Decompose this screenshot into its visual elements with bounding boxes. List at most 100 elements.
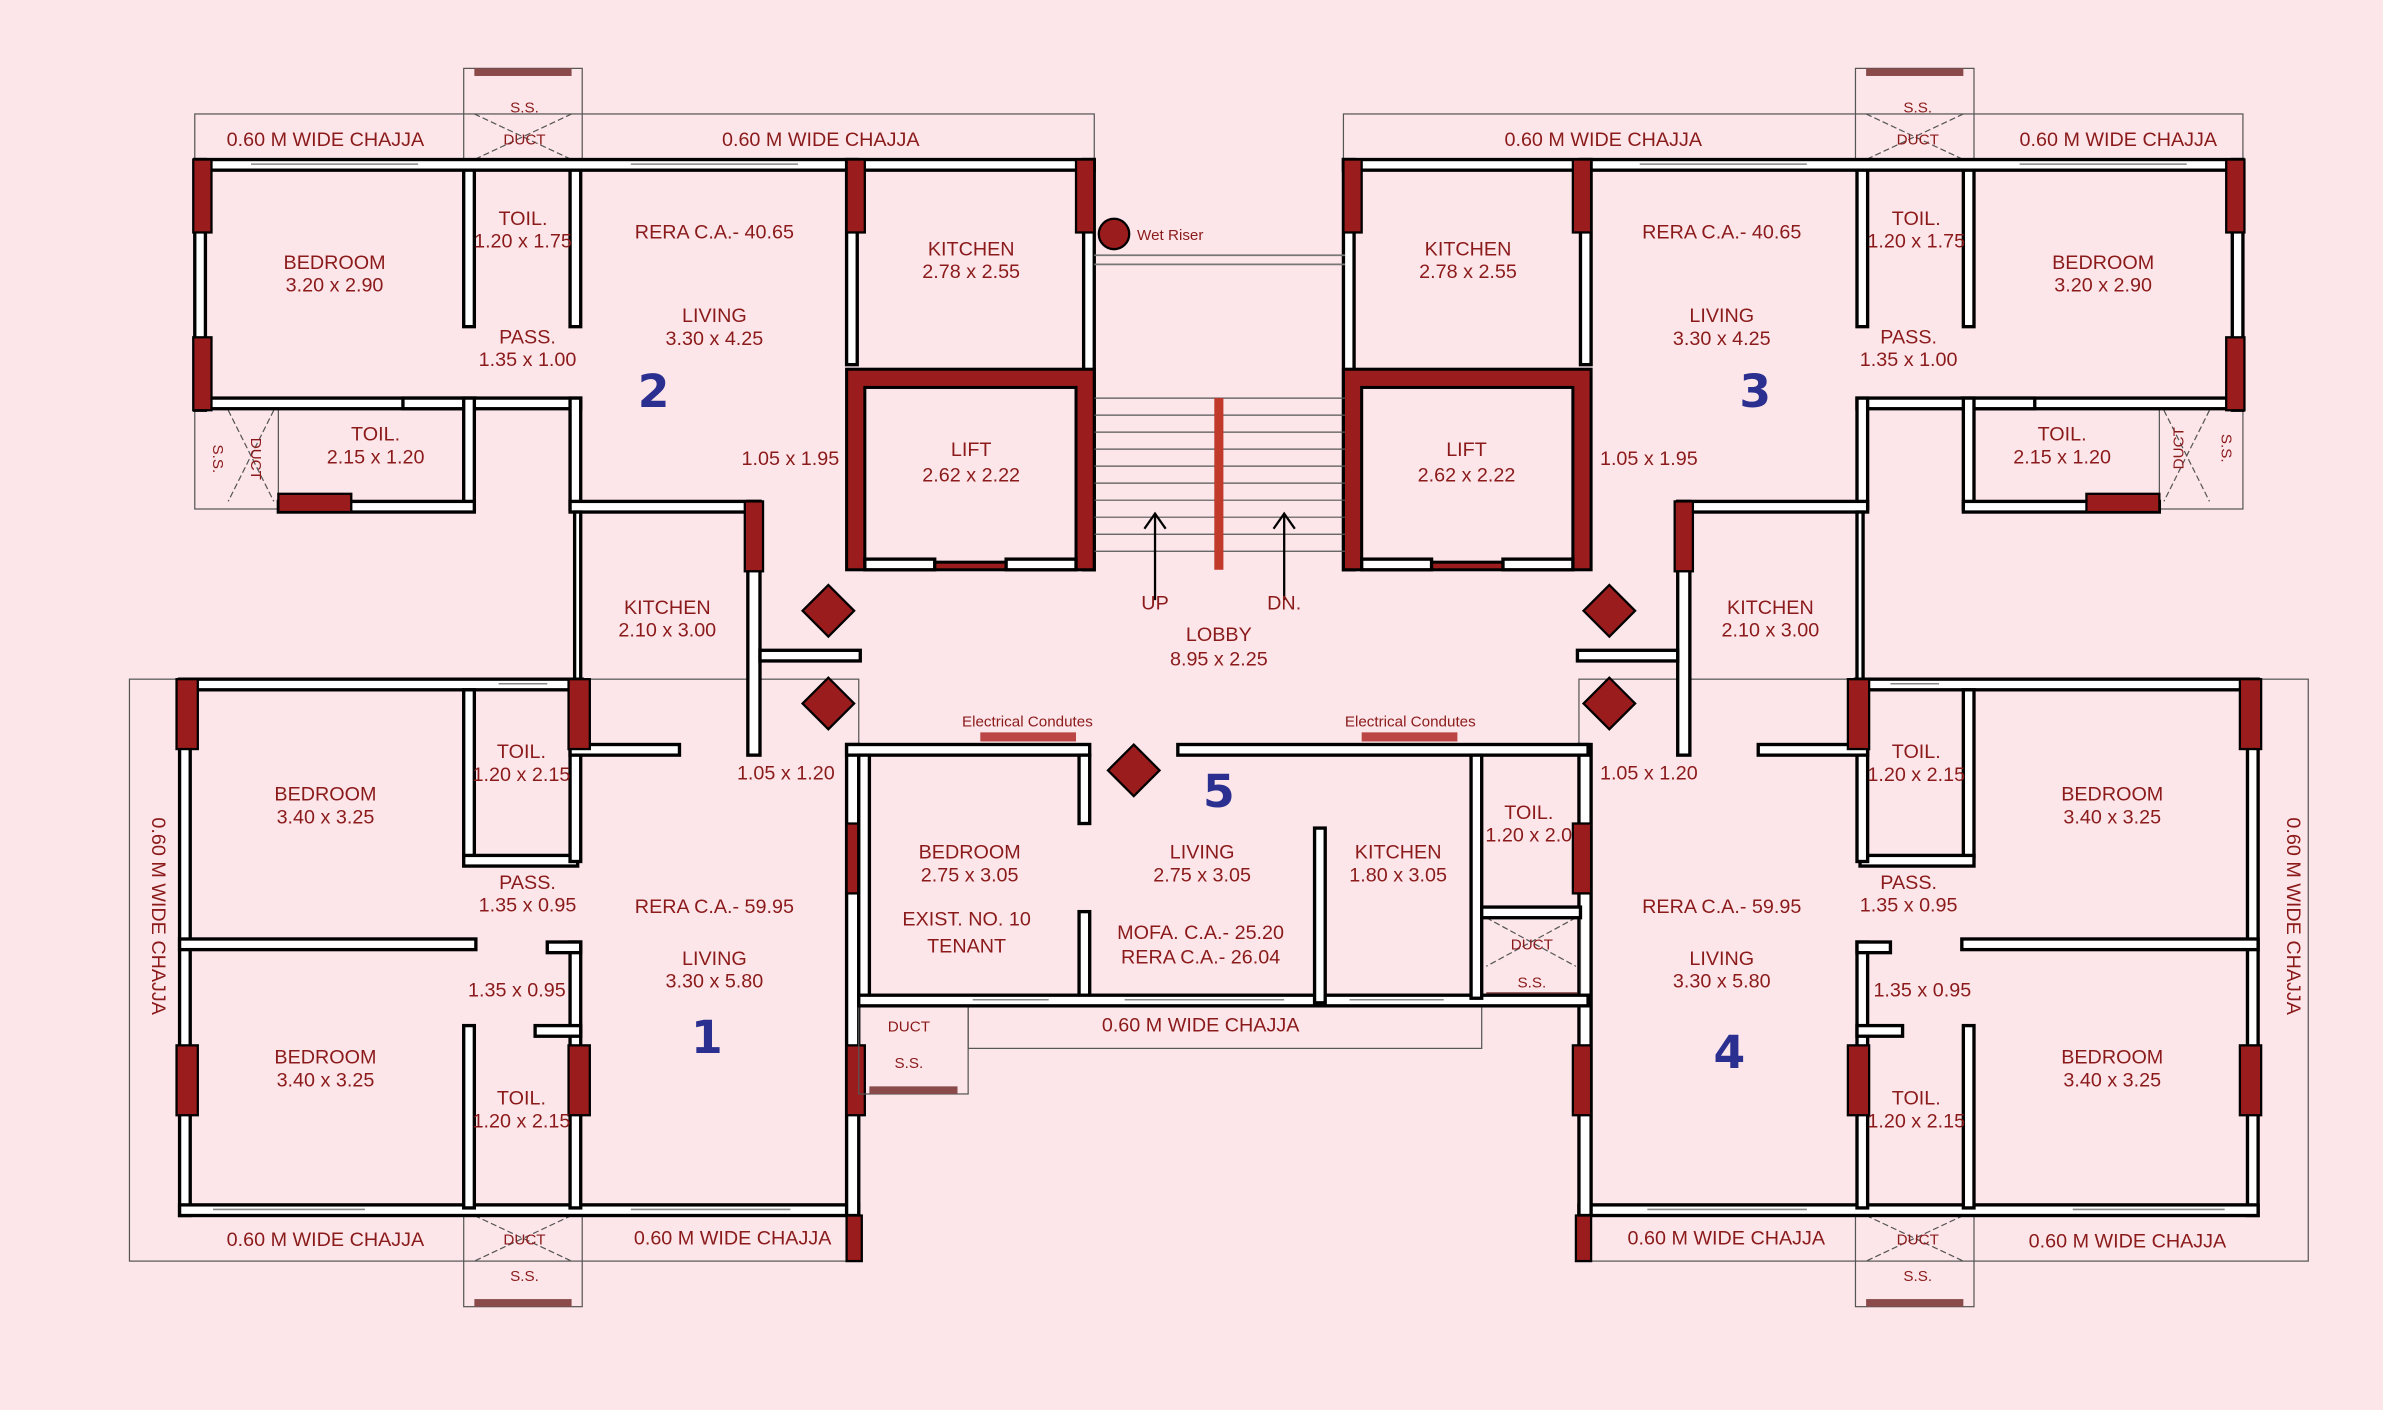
u2-door-label: 1.05 x 1.95 [742,448,840,470]
dn-label: DN. [1267,592,1301,614]
elec-r-label: Electrical Condutes [1345,713,1476,730]
room-labels: 0.60 M WIDE CHAJJA S.S. DUCT 0.60 M WIDE CH… [147,99,2304,1284]
u5-kit-label: KITCHEN [1355,841,1442,863]
u4-kit-dim-label: 2.10 x 3.00 [1722,620,1820,642]
u3-lift-dim-label: 2.62 x 2.22 [1418,465,1516,487]
u1-bed-dim-label: 3.40 x 3.25 [277,807,375,829]
u5-liv-dim-label: 2.75 x 3.05 [1153,864,1251,886]
u2-chajja-r-label: 0.60 M WIDE CHAJJA [722,129,920,151]
u4-liv-label: LIVING [1689,948,1754,970]
u4-bed-label: BEDROOM [2061,784,2163,806]
elec-l-label: Electrical Condutes [962,713,1093,730]
u1-ss-label: S.S. [510,1268,539,1285]
u3-bed-label: BEDROOM [2052,252,2154,274]
u1-toil2-label: TOIL. [497,1088,546,1110]
u1-liv-label: LIVING [682,948,747,970]
u2-duct2-label: DUCT [247,438,264,480]
unit-5-walls [844,742,1590,1095]
u3-duct-label: DUCT [1897,131,1939,148]
u5-bed-dim-label: 2.75 x 3.05 [921,864,1019,886]
u3-chajja-r-label: 0.60 M WIDE CHAJJA [2020,129,2218,151]
u1-toil-dim-label: 1.20 x 2.15 [473,764,571,786]
u1-toil-label: TOIL. [497,741,546,763]
u2-liv-dim-label: 3.30 x 4.25 [666,328,764,350]
u4-chajja-b2-label: 0.60 M WIDE CHAJJA [2029,1230,2227,1252]
stair-arrows-icon [1143,511,1296,601]
u4-rera-label: RERA C.A.- 59.95 [1642,896,1801,918]
u2-duct-label: DUCT [503,131,545,148]
u4-bed2-label: BEDROOM [2061,1047,2163,1069]
u4-pass-dim-label: 1.35 x 0.95 [1860,895,1958,917]
wet-riser-pipe [1094,254,1345,266]
wet-riser-icon [1097,217,1131,251]
stair-divider [1214,398,1224,570]
u4-pass-label: PASS. [1880,872,1937,894]
u2-ss2-label: S.S. [209,445,226,474]
u5-duct2-label: DUCT [888,1019,930,1036]
u1-liv-dim-label: 3.30 x 5.80 [666,971,764,993]
u2-kit2-dim-label: 2.10 x 3.00 [618,620,716,642]
u5-ss-label: S.S. [1517,975,1546,992]
u1-chajja-b2-label: 0.60 M WIDE CHAJJA [634,1227,832,1249]
u2-kit-label: KITCHEN [928,238,1015,260]
electrical-conduits [980,732,1458,742]
u5-tenant-label: TENANT [927,936,1006,958]
u3-duct2-label: DUCT [2171,427,2188,469]
u3-liv-label: LIVING [1689,305,1754,327]
u3-toil-dim-label: 1.20 x 1.75 [1867,231,1965,253]
u2-lift-label: LIFT [951,439,992,461]
u3-kit-label: KITCHEN [1425,238,1512,260]
u5-duct-label: DUCT [1511,937,1553,954]
u1-bed-label: BEDROOM [274,784,376,806]
u3-toil2-dim-label: 2.15 x 1.20 [2013,446,2111,468]
u2-pass-label: PASS. [499,326,556,348]
u2-kit2-label: KITCHEN [624,597,711,619]
u3-toil-label: TOIL. [1892,208,1941,230]
u2-ss-label: S.S. [510,99,539,116]
u1-door-label: 1.05 x 1.20 [737,762,835,784]
u5-exist-label: EXIST. NO. 10 [902,908,1030,930]
u1-pass-label: PASS. [499,872,556,894]
lobby-dim-label: 8.95 x 2.25 [1170,648,1268,670]
u2-rera-label: RERA C.A.- 40.65 [635,222,794,244]
u3-pass-label: PASS. [1880,326,1937,348]
up-label: UP [1141,592,1168,614]
u2-toil-dim-label: 1.20 x 1.75 [474,231,572,253]
u3-pass-dim-label: 1.35 x 1.00 [1860,349,1958,371]
u3-chajja-l-label: 0.60 M WIDE CHAJJA [1504,129,1702,151]
u4-bed2-dim-label: 3.40 x 3.25 [2063,1069,2161,1091]
u1-bed2-dim-label: 3.40 x 3.25 [277,1069,375,1091]
u2-kit-dim-label: 2.78 x 2.55 [922,261,1020,283]
u4-dim-label: 1.35 x 0.95 [1873,980,1971,1002]
u5-rera-label: RERA C.A.- 26.04 [1121,946,1280,968]
u3-liv-dim-label: 3.30 x 4.25 [1673,328,1771,350]
u3-ss-label: S.S. [1903,99,1932,116]
u5-ss2-label: S.S. [895,1055,924,1072]
u5-liv-label: LIVING [1170,841,1235,863]
u1-duct-label: DUCT [503,1231,545,1248]
u5-toil-label: TOIL. [1504,802,1553,824]
u2-lift-dim-label: 2.62 x 2.22 [922,465,1020,487]
u1-pass-dim-label: 1.35 x 0.95 [479,895,577,917]
u1-rera-label: RERA C.A.- 59.95 [635,896,794,918]
u3-toil2-label: TOIL. [2038,424,2087,446]
u4-door-label: 1.05 x 1.20 [1600,762,1698,784]
u2-toil2-label: TOIL. [351,424,400,446]
u2-liv-label: LIVING [682,305,747,327]
u2-bed-dim-label: 3.20 x 2.90 [286,275,384,297]
u2-chajja-l-label: 0.60 M WIDE CHAJJA [227,129,425,151]
u1-num-label: 1 [691,1011,723,1064]
u5-num-label: 5 [1203,765,1235,818]
u3-door-label: 1.05 x 1.95 [1600,448,1698,470]
lobby-label: LOBBY [1186,624,1252,646]
u3-kit-dim-label: 2.78 x 2.55 [1419,261,1517,283]
u3-rera-label: RERA C.A.- 40.65 [1642,222,1801,244]
u4-ss-label: S.S. [1903,1268,1932,1285]
u5-mofa-label: MOFA. C.A.- 25.20 [1117,922,1284,944]
u1-chajja-b-label: 0.60 M WIDE CHAJJA [227,1229,425,1251]
u4-toil2-dim-label: 1.20 x 2.15 [1867,1110,1965,1132]
u2-bed-label: BEDROOM [284,252,386,274]
u4-kit-label: KITCHEN [1727,597,1814,619]
